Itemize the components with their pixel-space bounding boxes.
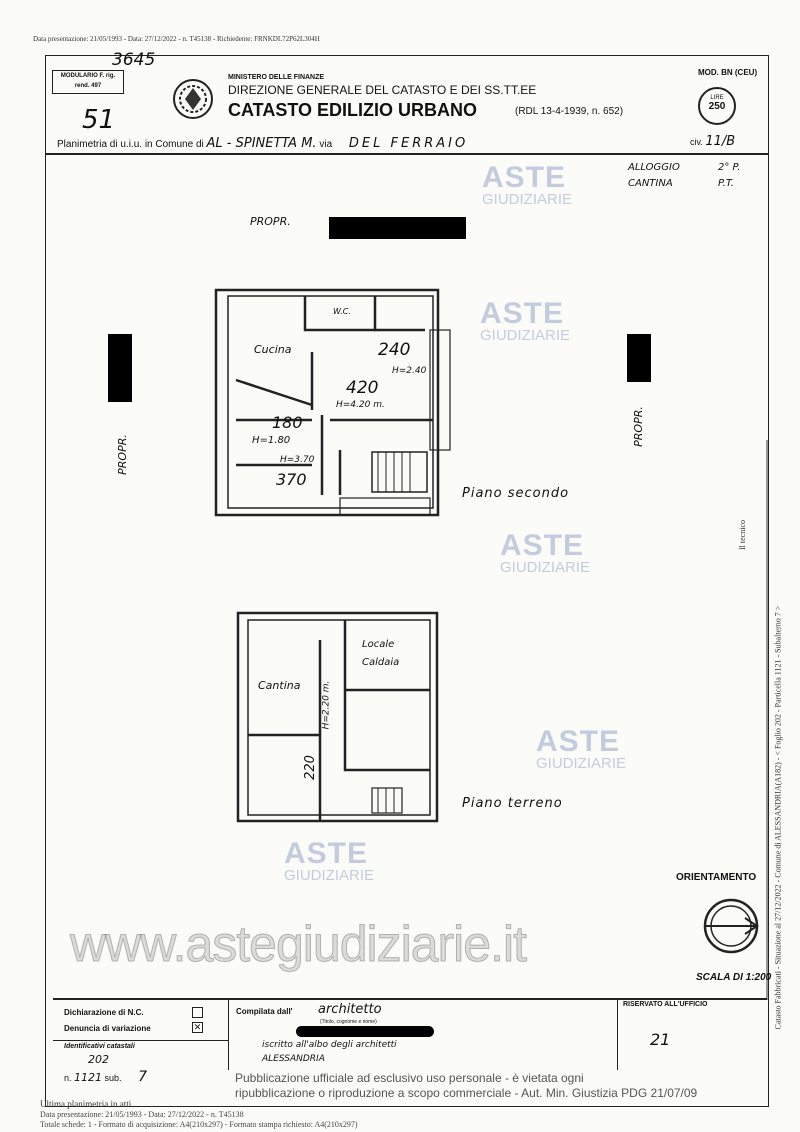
handwritten-number: 3645 xyxy=(112,50,156,70)
ministry: MINISTERO DELLE FINANZE xyxy=(228,74,325,81)
propr-top: PROPR. xyxy=(250,215,291,228)
denuncia-label: Denuncia di variazione xyxy=(64,1024,151,1033)
dichiarazione-label: Dichiarazione di N.C. xyxy=(64,1008,144,1017)
height-180: H=1.80 xyxy=(252,435,291,446)
office-mark: 21 xyxy=(650,1030,671,1049)
second-floor-label: Piano secondo xyxy=(462,486,570,501)
footer-divider xyxy=(53,998,767,1000)
watermark-aste: ASTE xyxy=(284,837,369,870)
foglio: 202 xyxy=(88,1053,109,1066)
room-boiler: Locale Caldaia xyxy=(362,639,400,668)
civic-number: 11/B xyxy=(705,134,736,149)
form-frame xyxy=(45,55,769,1107)
watermark-site: www.astegiudiziarie.it xyxy=(70,916,528,973)
watermark-giudiziarie: GIUDIZIARIE xyxy=(482,191,573,208)
room-wc: W.C. xyxy=(333,307,351,316)
denuncia-checkbox-checked[interactable]: ✕ xyxy=(192,1022,203,1033)
particella: 1121 xyxy=(74,1071,103,1084)
side-note: Catasto Fabbricati - Situazione al 27/12… xyxy=(773,605,783,1030)
height-240: H=2.40 xyxy=(392,366,427,376)
stamp-value: 250 xyxy=(708,101,726,112)
redaction xyxy=(627,334,651,382)
unit-name: CANTINA xyxy=(628,178,673,189)
address-line: Planimetria di u.i.u. in Comune di AL - … xyxy=(57,136,468,151)
civic: civ. 11/B xyxy=(690,134,735,149)
watermark-giudiziarie: GIUDIZIARIE xyxy=(480,327,571,344)
dim-240: 240 xyxy=(378,340,411,360)
comune: AL - SPINETTA M. xyxy=(206,136,317,151)
emblem-icon xyxy=(173,79,213,119)
footer-col xyxy=(228,998,229,1070)
dim-420: 420 xyxy=(346,378,379,398)
submission-info: Data presentazione: 21/05/1993 - Data: 2… xyxy=(33,35,320,43)
unit-floor: P.T. xyxy=(718,178,734,189)
footer-row xyxy=(53,1040,228,1041)
disclaimer-line-1: Pubblicazione ufficiale ad esclusivo uso… xyxy=(235,1071,584,1085)
height-370: H=3.70 xyxy=(280,455,315,465)
watermark-aste: ASTE xyxy=(536,725,621,758)
title-hint: (Titolo, cognome e nome) xyxy=(320,1019,377,1025)
compass-icon xyxy=(703,898,759,954)
height-220: H=2.20 m. xyxy=(321,680,332,730)
civic-label: civ. xyxy=(690,137,703,147)
footer-col xyxy=(617,998,618,1070)
room-cellar: Cantina xyxy=(258,679,301,692)
dim-180: 180 xyxy=(272,413,303,432)
redaction xyxy=(296,1026,434,1037)
dim-370: 370 xyxy=(276,470,307,489)
ultima-planimetria: Ultima planimetria in atti xyxy=(40,1099,132,1109)
iscritto: iscritto all'albo degli architetti xyxy=(262,1040,397,1050)
compilata-label: Compilata dall' xyxy=(236,1007,293,1016)
dichiarazione-checkbox[interactable] xyxy=(192,1007,203,1018)
direction: DIREZIONE GENERALE DEL CATASTO E DEI SS.… xyxy=(228,83,537,97)
stamp-label: LIRE xyxy=(710,95,724,101)
watermark-giudiziarie: GIUDIZIARIE xyxy=(500,559,591,576)
dim-220: 220 xyxy=(302,755,318,780)
sub-label: sub. xyxy=(104,1073,122,1083)
redaction xyxy=(329,217,466,239)
side-note-small: Il tecnico xyxy=(738,520,747,550)
scale-label: SCALA DI 1:200 xyxy=(696,972,772,983)
particella-label: n. xyxy=(64,1073,72,1083)
watermark-aste: ASTE xyxy=(500,529,585,562)
totale-schede: Totale schede: 1 - Formato di acquisizio… xyxy=(40,1120,358,1129)
height-420: H=4.20 m. xyxy=(336,400,385,410)
units-list: ALLOGGIO 2° P. CANTINA P.T. xyxy=(628,160,740,192)
riservato-label: RISERVATO ALL'UFFICIO xyxy=(623,1001,708,1008)
redaction xyxy=(108,334,132,402)
planimetria-label: Planimetria di u.i.u. in Comune di xyxy=(57,139,204,150)
header-divider xyxy=(45,153,769,155)
watermark-giudiziarie: GIUDIZIARIE xyxy=(536,755,627,772)
watermark-aste: ASTE xyxy=(482,161,567,194)
sub: 7 xyxy=(138,1069,147,1085)
stamp: LIRE 250 xyxy=(698,87,736,125)
data-presentazione: Data presentazione: 21/05/1993 - Data: 2… xyxy=(40,1110,244,1119)
watermark-giudiziarie: GIUDIZIARIE xyxy=(284,867,375,884)
disclaimer-line-2: ripubblicazione o riproduzione a scopo c… xyxy=(235,1086,698,1100)
form-title: CATASTO EDILIZIO URBANO xyxy=(228,100,477,120)
watermark-aste: ASTE xyxy=(480,297,565,330)
orientation-label: ORIENTAMENTO xyxy=(676,872,757,883)
compiler-title: architetto xyxy=(318,1002,382,1017)
provincia: ALESSANDRIA xyxy=(262,1054,325,1064)
sheet-number: 51 xyxy=(82,105,116,135)
identificativi-label: Identificativi catastali xyxy=(64,1043,135,1050)
mod-code: MOD. BN (CEU) xyxy=(698,68,758,77)
unit-name: ALLOGGIO xyxy=(628,162,680,173)
ground-floor-label: Piano terreno xyxy=(462,796,563,811)
via-label: via xyxy=(319,139,333,150)
room-kitchen: Cucina xyxy=(254,343,292,356)
model-box: MODULARIO F. rig. rend. 497 xyxy=(52,70,124,94)
law-reference: (RDL 13-4-1939, n. 652) xyxy=(515,106,624,117)
unit-floor: 2° P. xyxy=(718,162,741,173)
via: DEL FERRAIO xyxy=(348,136,469,151)
particella-row: n. 1121 sub. 7 xyxy=(64,1069,147,1085)
